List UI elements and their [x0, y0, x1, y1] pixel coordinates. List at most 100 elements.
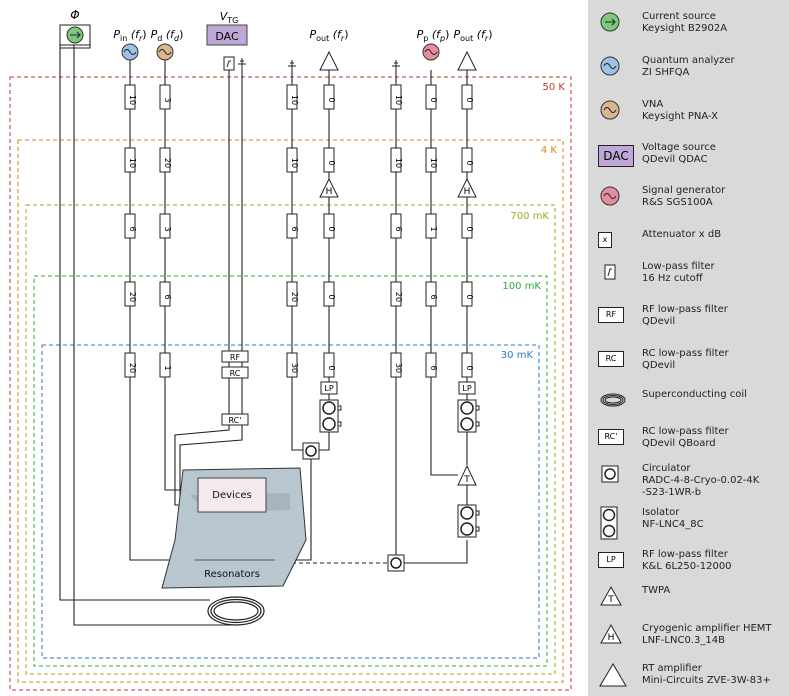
- attenuator-line_a-3-label: 20: [290, 292, 299, 302]
- legend-line: LNF-LNC0.3_14B: [642, 635, 725, 646]
- legend-line: Keysight PNA-X: [642, 111, 718, 122]
- coil-icon: [598, 388, 628, 416]
- circulator-2: [387, 554, 405, 572]
- isolator-1: [319, 399, 342, 433]
- stage-700mk-label: 700 mK: [510, 211, 549, 222]
- attenuator-pin-2-label: 6: [128, 226, 137, 231]
- stage-30mk-label: 30 mK: [501, 350, 534, 361]
- attenuator-pout1-2-label: 0: [327, 226, 336, 231]
- attenuator-pout1-4-label: 0: [327, 365, 336, 370]
- circulator-icon: [598, 462, 622, 490]
- attenuator-line_a-4: [286, 352, 298, 378]
- rc-prime-filter-icon: RC': [598, 425, 624, 445]
- attenuator-pout1-2: [323, 213, 335, 239]
- hemt-1-label: H: [326, 187, 333, 197]
- rc-filter-symbol-label: RC: [598, 351, 624, 367]
- legend-line: ZI SHFQA: [642, 67, 690, 78]
- legend-line: QDevil QDAC: [642, 154, 708, 165]
- attenuator-pin-1-label: 10: [128, 158, 137, 168]
- wiring-diagram: 50 K 4 K 700 mK 100 mK 30 mK: [9, 8, 572, 691]
- vna-icon: [598, 98, 622, 126]
- legend-line: QDevil: [642, 316, 676, 327]
- attenuator-line_a-4-label: 30: [290, 363, 299, 373]
- rf-filter-icon: RF: [598, 303, 624, 323]
- attenuator-pout1-0-label: 0: [327, 97, 336, 102]
- pout1-label: Pout (fr): [309, 28, 348, 43]
- legend-line: Voltage source: [642, 142, 716, 153]
- attenuator-line_a-3: [286, 281, 298, 307]
- legend-line: Signal generator: [642, 185, 726, 196]
- attenuator-pout2-0-label: 0: [465, 97, 474, 102]
- legend-text: TWPA: [642, 585, 670, 597]
- hemt-1: [319, 177, 339, 198]
- pd-label: Pd (fd): [151, 28, 184, 43]
- attenuator-line_b-1: [390, 147, 402, 173]
- attenuator-pout2-1-label: 0: [465, 160, 474, 165]
- legend-line: Current source: [642, 11, 716, 22]
- attenuator-pd-0: [159, 84, 171, 110]
- legend-line: RT amplifier: [642, 663, 702, 674]
- attenuator-pin-3-label: 20: [128, 292, 137, 302]
- attenuator-pp-2: [425, 213, 437, 239]
- attenuator-pd-0-label: 3: [163, 97, 172, 102]
- legend-line: RF low-pass filter: [642, 304, 728, 315]
- attenuator-pin-2: [124, 213, 136, 239]
- lp-filter-1: [320, 381, 338, 395]
- attenuator-line_a-2: [286, 213, 298, 239]
- legend-line: R&S SGS100A: [642, 197, 713, 208]
- attenuator-pout1-0: [323, 84, 335, 110]
- isolator-2: [457, 399, 480, 433]
- attenuator-line_a-0-label: 10: [290, 95, 299, 105]
- legend-line: -S23-1WR-b: [642, 487, 702, 498]
- pp-label: Pp (fp): [417, 28, 450, 43]
- lp-filter-2-label: LP: [462, 384, 471, 393]
- chip: Devices Resonators: [161, 467, 307, 589]
- attenuator-pd-2-label: 3: [163, 226, 172, 231]
- attenuator-pp-4-label: 6: [429, 365, 438, 370]
- signal-generator-icon: [598, 184, 622, 212]
- attenuator-pin-4-label: 20: [128, 363, 137, 373]
- attenuator-pd-4-label: 1: [163, 365, 172, 370]
- attenuator-line_a-1: [286, 147, 298, 173]
- lp-filter-1-label: LP: [324, 384, 333, 393]
- attenuator-pp-1: [425, 147, 437, 173]
- attenuator-line_b-3: [390, 281, 402, 307]
- attenuator-pp-0-label: 0: [429, 97, 438, 102]
- attenuator-pd-3-label: 6: [163, 294, 172, 299]
- stage-30mk-box: [41, 344, 540, 659]
- twpa-icon: T: [598, 584, 624, 612]
- twpa-label: T: [463, 475, 470, 485]
- attenuator-symbol-label: x: [598, 232, 612, 248]
- legend-line: NF-LNC4_8C: [642, 519, 704, 530]
- attenuator-line_b-3-label: 20: [394, 292, 403, 302]
- attenuator-line_b-4: [390, 352, 402, 378]
- attenuator-line_b-2-label: 6: [394, 226, 403, 231]
- attenuator-line_a-0: [286, 84, 298, 110]
- isolator-icon: [598, 506, 622, 544]
- ground-symbol-b: [392, 60, 400, 70]
- stage-700mk-box: [25, 204, 556, 675]
- legend-line: Superconducting coil: [642, 389, 747, 400]
- hemt-2-label: H: [464, 187, 471, 197]
- attenuator-pout2-4: [461, 352, 473, 378]
- rf-filter: [221, 350, 249, 363]
- current-source-box: [59, 24, 91, 46]
- attenuator-pin-0-label: 10: [128, 95, 137, 105]
- attenuator-pp-3-label: 6: [429, 294, 438, 299]
- legend-line: RF low-pass filter: [642, 549, 728, 560]
- ground-symbol-a: [288, 60, 296, 70]
- legend-line: QDevil: [642, 360, 676, 371]
- attenuator-pp-3: [425, 281, 437, 307]
- attenuator-pout1-1: [323, 147, 335, 173]
- rc-prime-filter: [221, 413, 249, 426]
- rt-amplifier-icon: [598, 662, 628, 692]
- rc-filter: [221, 366, 249, 379]
- attenuators: 1010620203203611010620300000010106203001…: [124, 84, 474, 378]
- isolator-3: [457, 504, 480, 538]
